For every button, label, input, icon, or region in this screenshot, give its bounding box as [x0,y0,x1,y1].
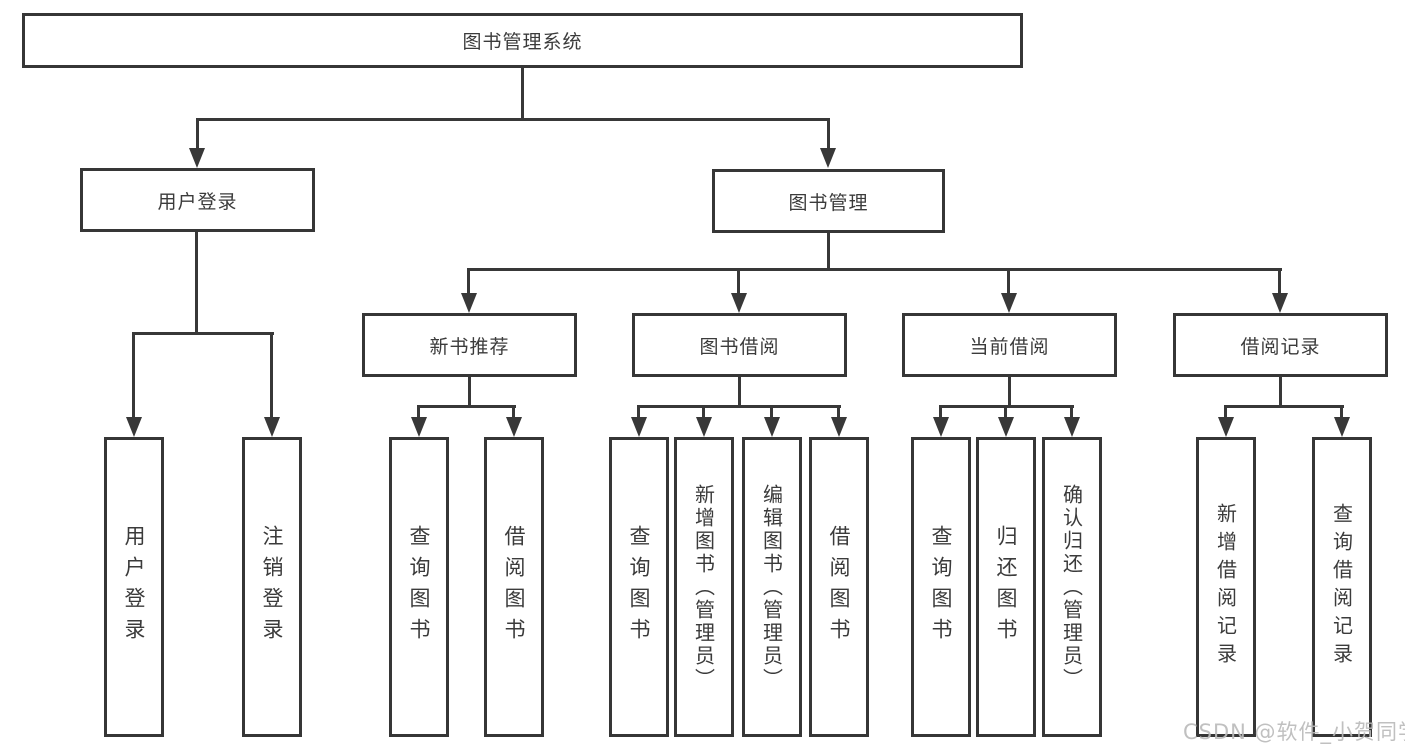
leaf-user-login: 用户登录 [104,437,164,737]
leaf-return-book-label: 归还图书 [994,525,1018,649]
leaf-query-book-2: 查询图书 [609,437,669,737]
node-book-management: 图书管理 [712,169,945,233]
leaf-edit-book-admin: 编辑图书（管理员） [742,437,802,737]
connector-drop [1007,268,1010,298]
connector-drop [770,405,773,422]
arrow-down-icon [820,148,836,168]
leaf-add-borrow-record: 新增借阅记录 [1196,437,1256,737]
connector-drop [702,405,705,422]
node-current-borrow: 当前借阅 [902,313,1117,377]
arrow-down-icon [998,417,1014,437]
arrow-down-icon [189,148,205,168]
leaf-add-borrow-record-label: 新增借阅记录 [1213,503,1238,671]
connector-drop [1224,405,1227,422]
leaf-query-book-1: 查询图书 [389,437,449,737]
connector-drop [737,268,740,298]
leaf-return-book: 归还图书 [976,437,1036,737]
connector-drop [1070,405,1073,422]
leaf-logout-label: 注销登录 [260,525,284,649]
node-book-management-label: 图书管理 [788,191,869,214]
arrow-down-icon [933,417,949,437]
connector-drop [1340,405,1343,422]
leaf-query-borrow-record: 查询借阅记录 [1312,437,1372,737]
node-current-borrow-label: 当前借阅 [969,335,1050,358]
connector-drop [512,405,515,422]
arrow-down-icon [631,417,647,437]
connector-bookborrow-stem [738,377,741,407]
arrow-down-icon [731,293,747,313]
node-borrow-record-label: 借阅记录 [1240,335,1321,358]
node-book-borrow-label: 图书借阅 [699,335,780,358]
node-user-login: 用户登录 [80,168,315,232]
arrow-down-icon [264,417,280,437]
connector-newbook-stem [468,377,471,407]
watermark: CSDN @软件_小贺同学 [1183,720,1405,744]
connector-drop [827,118,830,152]
connector-bookborrow-branch [637,405,841,408]
leaf-logout: 注销登录 [242,437,302,737]
connector-drop [132,332,135,422]
leaf-borrow-book-2: 借阅图书 [809,437,869,737]
leaf-query-book-3: 查询图书 [911,437,971,737]
arrow-down-icon [1272,293,1288,313]
connector-drop [837,405,840,422]
connector-drop [417,405,420,422]
node-root-label: 图书管理系统 [462,31,583,53]
leaf-confirm-return-admin-label: 确认归还（管理员） [1059,483,1084,691]
connector-drop [270,332,273,422]
leaf-add-book-admin: 新增图书（管理员） [674,437,734,737]
connector-root-branch [196,118,830,121]
arrow-down-icon [411,417,427,437]
node-new-book-recommend-label: 新书推荐 [429,335,510,358]
leaf-query-borrow-record-label: 查询借阅记录 [1329,503,1354,671]
arrow-down-icon [696,417,712,437]
connector-newbook-branch [417,405,516,408]
leaf-query-book-1-label: 查询图书 [407,525,431,649]
arrow-down-icon [126,417,142,437]
leaf-borrow-book-1-label: 借阅图书 [502,525,526,649]
arrow-down-icon [1064,417,1080,437]
node-new-book-recommend: 新书推荐 [362,313,577,377]
arrow-down-icon [1218,417,1234,437]
leaf-query-book-3-label: 查询图书 [929,525,953,649]
connector-drop [939,405,942,422]
arrow-down-icon [461,293,477,313]
leaf-borrow-book-2-label: 借阅图书 [827,525,851,649]
node-user-login-label: 用户登录 [157,190,238,213]
connector-drop [196,118,199,152]
connector-userlogin-branch [132,332,274,335]
connector-borrowrecord-branch [1224,405,1344,408]
connector-drop [467,268,470,298]
connector-root-stem [521,68,524,120]
arrow-down-icon [1334,417,1350,437]
connector-userlogin-stem [195,232,198,334]
arrow-down-icon [1001,293,1017,313]
connector-borrowrecord-stem [1279,376,1282,407]
leaf-confirm-return-admin: 确认归还（管理员） [1042,437,1102,737]
leaf-edit-book-admin-label: 编辑图书（管理员） [759,483,784,691]
connector-drop [637,405,640,422]
connector-bookmgmt-stem [827,233,830,270]
arrow-down-icon [831,417,847,437]
arrow-down-icon [764,417,780,437]
node-root: 图书管理系统 [22,13,1023,68]
node-book-borrow: 图书借阅 [632,313,847,377]
leaf-borrow-book-1: 借阅图书 [484,437,544,737]
leaf-user-login-label: 用户登录 [122,525,146,649]
connector-drop [1278,268,1281,298]
node-borrow-record: 借阅记录 [1173,313,1388,377]
leaf-query-book-2-label: 查询图书 [627,525,651,649]
connector-currentborrow-stem [1008,376,1011,407]
connector-drop [1004,405,1007,422]
connector-bookmgmt-branch [468,268,1282,271]
arrow-down-icon [506,417,522,437]
leaf-add-book-admin-label: 新增图书（管理员） [691,483,716,691]
